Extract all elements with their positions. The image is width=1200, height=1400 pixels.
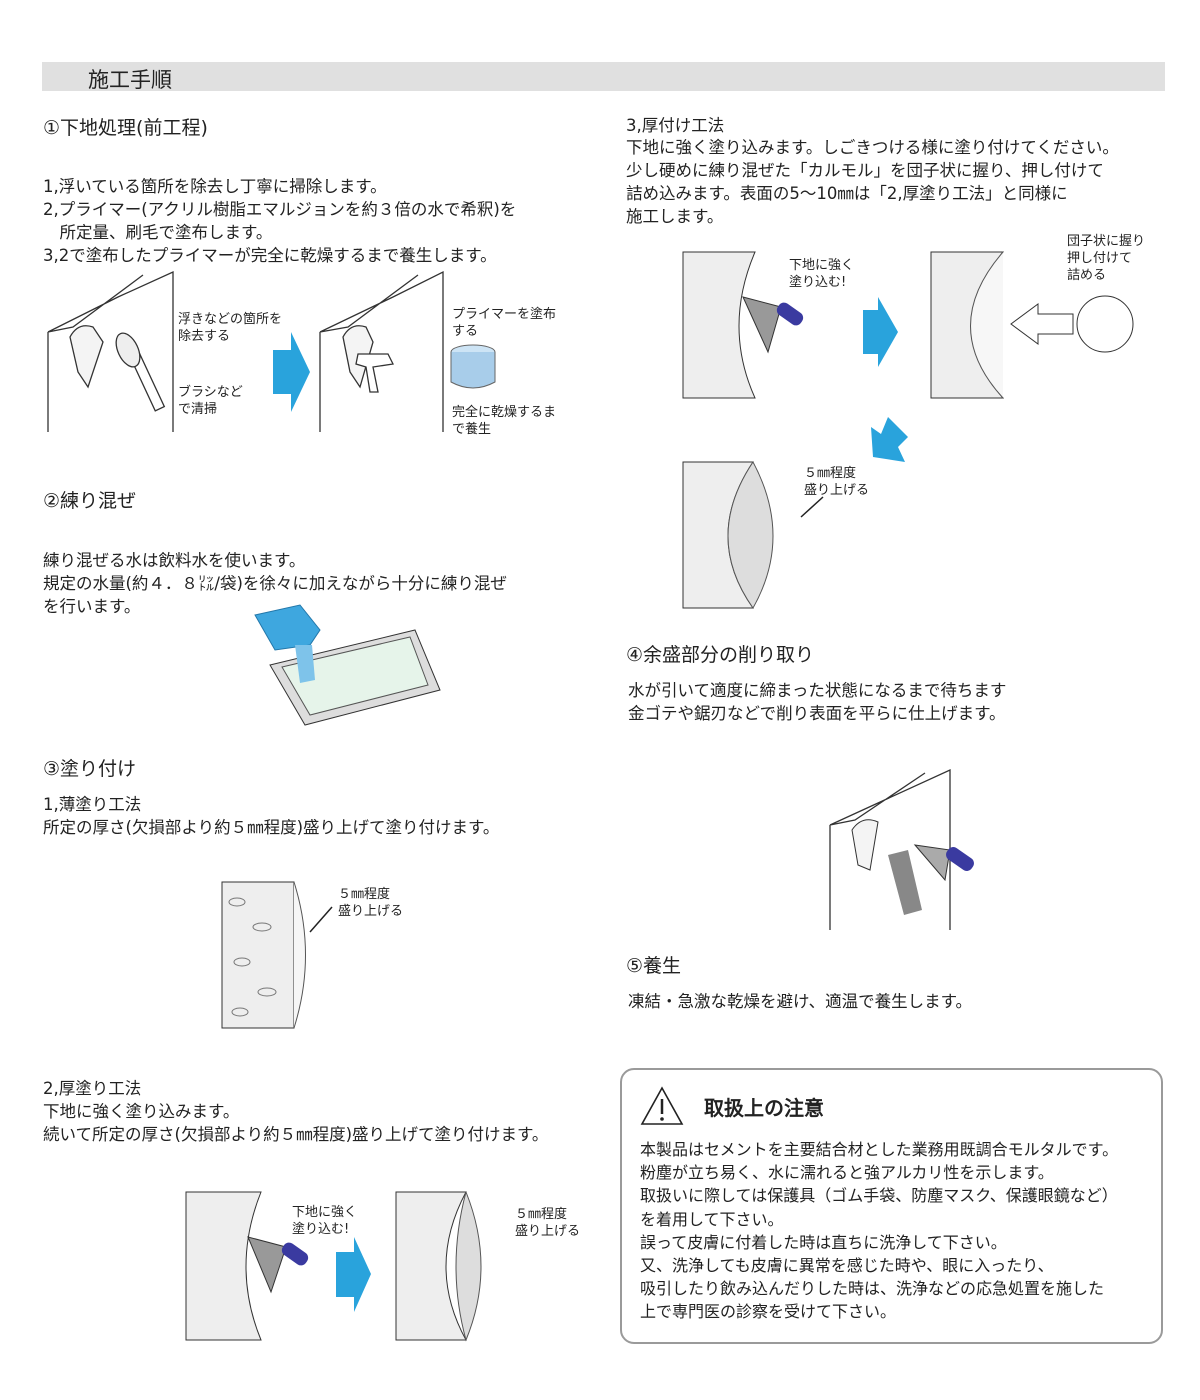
- thick-label-press: 下地に強く 塗り込む!: [292, 1205, 358, 1237]
- heavy-label-press: 下地に強く 塗り込む!: [789, 258, 855, 290]
- thick-label-build: ５㎜程度 盛り上げる: [515, 1207, 581, 1239]
- label-brush: ブラシなど で清掃: [178, 385, 243, 417]
- step1-illustration: [47, 270, 496, 432]
- thick-line: 続いて所定の厚さ(欠損部より約５㎜程度)盛り上げて塗り付けます。: [43, 1125, 549, 1144]
- section-header: 施工手順: [42, 62, 1165, 92]
- thin-text: 所定の厚さ(欠損部より約５㎜程度)盛り上げて塗り付けます。: [43, 818, 500, 837]
- step4-text: 水が引いて適度に締まった状態になるまで待ちます金ゴテや鋸刃などで削り表面を平らに…: [628, 679, 1006, 725]
- step2-line: を行います。: [43, 597, 141, 616]
- heavy-line: 少し硬めに練り混ぜた「カルモル」を団子状に握り、押し付けて: [626, 161, 1104, 180]
- step2-heading: ②練り混ぜ: [43, 490, 137, 512]
- step1-line: 1,浮いている箇所を除去し丁寧に掃除します。: [43, 177, 387, 196]
- caution-body: 本製品はセメントを主要結合材とした業務用既調合モルタルです。 粉塵が立ち易く、水…: [640, 1140, 1119, 1322]
- label-primer: プライマーを塗布 する: [452, 307, 557, 339]
- mixing-illustration: [254, 604, 441, 726]
- step2-line: 練り混ぜる水は飲料水を使います。: [43, 551, 306, 570]
- step4-line: 水が引いて適度に締まった状態になるまで待ちます: [628, 681, 1007, 700]
- step4-line: 金ゴテや鋸刃などで削り表面を平らに仕上げます。: [628, 704, 1006, 723]
- step2-text: 練り混ぜる水は飲料水を使います。規定の水量(約４．８㍑/袋)を徐々に加えながら十…: [43, 526, 507, 618]
- warning-icon: [640, 1086, 684, 1125]
- thin-coat-illustration: [221, 881, 333, 1029]
- step5-heading: ⑤養生: [626, 955, 682, 977]
- label-cure: 完全に乾燥するま で養生: [452, 405, 557, 437]
- caution-box: 取扱上の注意 本製品はセメントを主要結合材とした業務用既調合モルタルです。 粉塵…: [620, 1068, 1163, 1344]
- thin-label: ５㎜程度 盛り上げる: [338, 887, 404, 919]
- heavy-title: 3,厚付け工法: [626, 116, 725, 135]
- thick-text: 下地に強く塗り込みます。続いて所定の厚さ(欠損部より約５㎜程度)盛り上げて塗り付…: [43, 1100, 548, 1146]
- thick-coat-illustration: [185, 1191, 482, 1342]
- step3-heading: ③塗り付け: [43, 758, 137, 780]
- page-title: 施工手順: [88, 68, 172, 92]
- step1-line: 2,プライマー(アクリル樹脂エマルジョンを約３倍の水で希釈)を: [43, 200, 517, 219]
- step1-text: 1,浮いている箇所を除去し丁寧に掃除します。 2,プライマー(アクリル樹脂エマルジ…: [43, 152, 516, 267]
- step5-text: 凍結・急激な乾燥を避け、適温で養生します。: [628, 992, 973, 1011]
- scrape-illustration: [829, 768, 974, 930]
- heavy-label-build: ５㎜程度 盛り上げる: [804, 466, 870, 498]
- heavy-line: 詰め込みます。表面の5～10㎜は「2,厚塗り工法」と同様に: [626, 184, 1068, 203]
- heavy-text: 下地に強く塗り込みます。しごきつける様に塗り付けてください。少し硬めに練り混ぜた…: [626, 136, 1119, 228]
- heavy-coat-illustration: [682, 251, 1134, 609]
- thick-line: 下地に強く塗り込みます。: [43, 1102, 240, 1121]
- heavy-line: 施工します。: [626, 207, 724, 226]
- caution-title: 取扱上の注意: [704, 1096, 824, 1120]
- step1-heading: ①下地処理(前工程): [43, 117, 208, 139]
- step2-line: 規定の水量(約４．８㍑/袋)を徐々に加えながら十分に練り混ぜ: [43, 574, 507, 593]
- heavy-label-ball: 団子状に握り 押し付けて 詰める: [1067, 234, 1146, 283]
- thick-title: 2,厚塗り工法: [43, 1079, 142, 1098]
- step4-heading: ④余盛部分の削り取り: [626, 644, 815, 666]
- step1-line: 所定量、刷毛で塗布します。: [43, 223, 273, 242]
- step1-line: 3,2で塗布したプライマーが完全に乾燥するまで養生します。: [43, 246, 497, 265]
- heavy-line: 下地に強く塗り込みます。しごきつける様に塗り付けてください。: [626, 138, 1119, 157]
- label-remove: 浮きなどの箇所を 除去する: [178, 312, 283, 344]
- thin-title: 1,薄塗り工法: [43, 795, 142, 814]
